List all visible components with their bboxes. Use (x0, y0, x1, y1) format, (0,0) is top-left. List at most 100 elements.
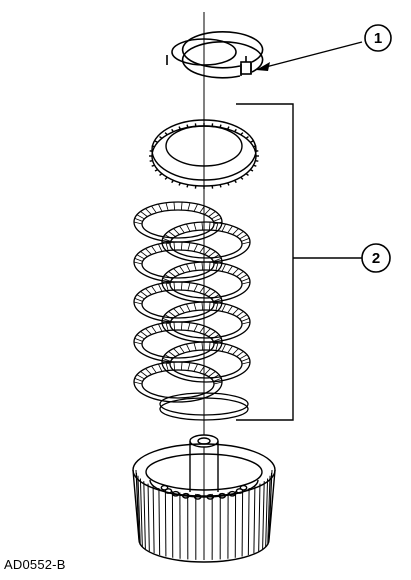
retainer-tooth (253, 145, 257, 148)
spring-wire-tick (165, 242, 169, 251)
spring-wire-tick (186, 263, 191, 272)
spring-wire-tick (151, 325, 157, 334)
spring-wire-tick (173, 348, 180, 355)
spring-wire-tick (239, 314, 248, 320)
spring-wire-tick (179, 225, 185, 234)
callout-2-bracket (236, 103, 294, 421)
spring-wire-tick (179, 265, 185, 274)
spring-wire-tick (193, 302, 197, 311)
spring-coil-inner (141, 289, 215, 319)
retainer-tooth (154, 168, 158, 172)
drum-spline (158, 487, 161, 555)
spring-wire-tick (239, 354, 248, 360)
spring-wire-tick (211, 294, 220, 300)
spring-wire-tick (241, 241, 251, 245)
spring-wire-tick (134, 257, 143, 262)
spring-wire-tick (241, 361, 251, 365)
spring-wire-tick (213, 377, 222, 382)
drum-spline (143, 481, 146, 550)
spring-wire-tick (204, 328, 211, 335)
drum-spline (258, 483, 261, 552)
spring-wire-tick (232, 308, 239, 315)
retainer-tooth (164, 132, 168, 136)
retainer-tooth (233, 179, 237, 184)
drum-spline (135, 472, 140, 543)
spring-wire-tick (162, 277, 171, 282)
retainer-tooth (250, 140, 254, 144)
spring-wire-tick (134, 337, 143, 342)
spring-wire-tick (208, 251, 216, 257)
retainer-tooth (219, 184, 222, 188)
spring-wire-tick (145, 328, 152, 335)
drum-hole (206, 493, 215, 500)
drum-hole (181, 492, 190, 499)
drum-spline (139, 478, 143, 548)
spring-wire-tick (241, 281, 251, 285)
spring-wire-tick (179, 345, 185, 354)
drum-spline (268, 469, 273, 541)
spring-wire-tick (186, 343, 191, 352)
spring-wire-tick (239, 274, 248, 280)
spring-wire-tick (164, 314, 173, 320)
spring-wire-tick (208, 222, 211, 231)
spring-wire-tick (193, 203, 198, 212)
retainer-tooth (151, 164, 155, 167)
callout-1-number: 1 (374, 30, 382, 47)
spring-coil-inner (169, 269, 243, 299)
spring-wire-tick (204, 248, 211, 255)
spring-wire-tick (173, 202, 176, 211)
spring-wire-tick (193, 243, 198, 252)
drum-spline (164, 489, 167, 557)
spring-wire-tick (227, 265, 233, 274)
callout-1-arrowhead (256, 62, 270, 71)
spring-wire-tick (162, 317, 171, 322)
retainer-tooth (164, 176, 168, 180)
spring-wire-tick (136, 214, 145, 220)
callout-1-circle (364, 24, 392, 52)
spring-wire-tick (204, 368, 211, 375)
spring-wire-tick (151, 205, 157, 214)
spring-wire-tick (211, 254, 220, 260)
spring-wire-tick (201, 342, 204, 351)
spring-wire-tick (140, 251, 148, 257)
spring-wire-tick (145, 288, 152, 295)
retainer-tooth (245, 173, 249, 176)
spring-wire-tick (208, 342, 211, 351)
spring-wire-tick (221, 223, 226, 232)
spring-wire-tick (211, 334, 220, 340)
spring-wire-tick (221, 303, 226, 312)
drum-spline (137, 475, 141, 545)
spring-wire-tick (136, 334, 145, 340)
spring-wire-tick (187, 362, 191, 371)
spring-wire-tick (158, 363, 163, 372)
spring-wire-tick (165, 202, 169, 211)
retainer-tooth (171, 128, 175, 133)
spring-wire-tick (236, 351, 244, 357)
spring-wire-tick (136, 254, 145, 260)
spring-wire-tick (145, 368, 152, 375)
spring-wire-tick (199, 285, 205, 294)
spring-wire-tick (221, 343, 226, 352)
spring-wire-tick (241, 237, 250, 242)
retainer-tooth (245, 136, 249, 139)
spring-wire-tick (158, 203, 163, 212)
spring-wire-tick (193, 222, 197, 231)
spring-wire-tick (133, 221, 143, 225)
coil-spring-stack (133, 201, 251, 403)
spring-wire-tick (133, 261, 143, 265)
drum-hole (239, 484, 248, 491)
retainer-tooth (253, 164, 257, 167)
spring-wire-tick (227, 345, 233, 354)
spring-wire-tick (232, 348, 239, 355)
spring-seat-plate (159, 392, 249, 421)
spring-wire-tick (236, 311, 244, 317)
spring-wire-tick (193, 342, 197, 351)
spring-wire-tick (215, 342, 219, 351)
spring-wire-tick (173, 308, 180, 315)
spring-wire-tick (158, 283, 163, 292)
spring-wire-tick (241, 357, 250, 362)
drum-hole (218, 492, 227, 499)
spring-wire-tick (215, 302, 219, 311)
spring-wire-tick (151, 285, 157, 294)
drum-hole (160, 484, 169, 491)
